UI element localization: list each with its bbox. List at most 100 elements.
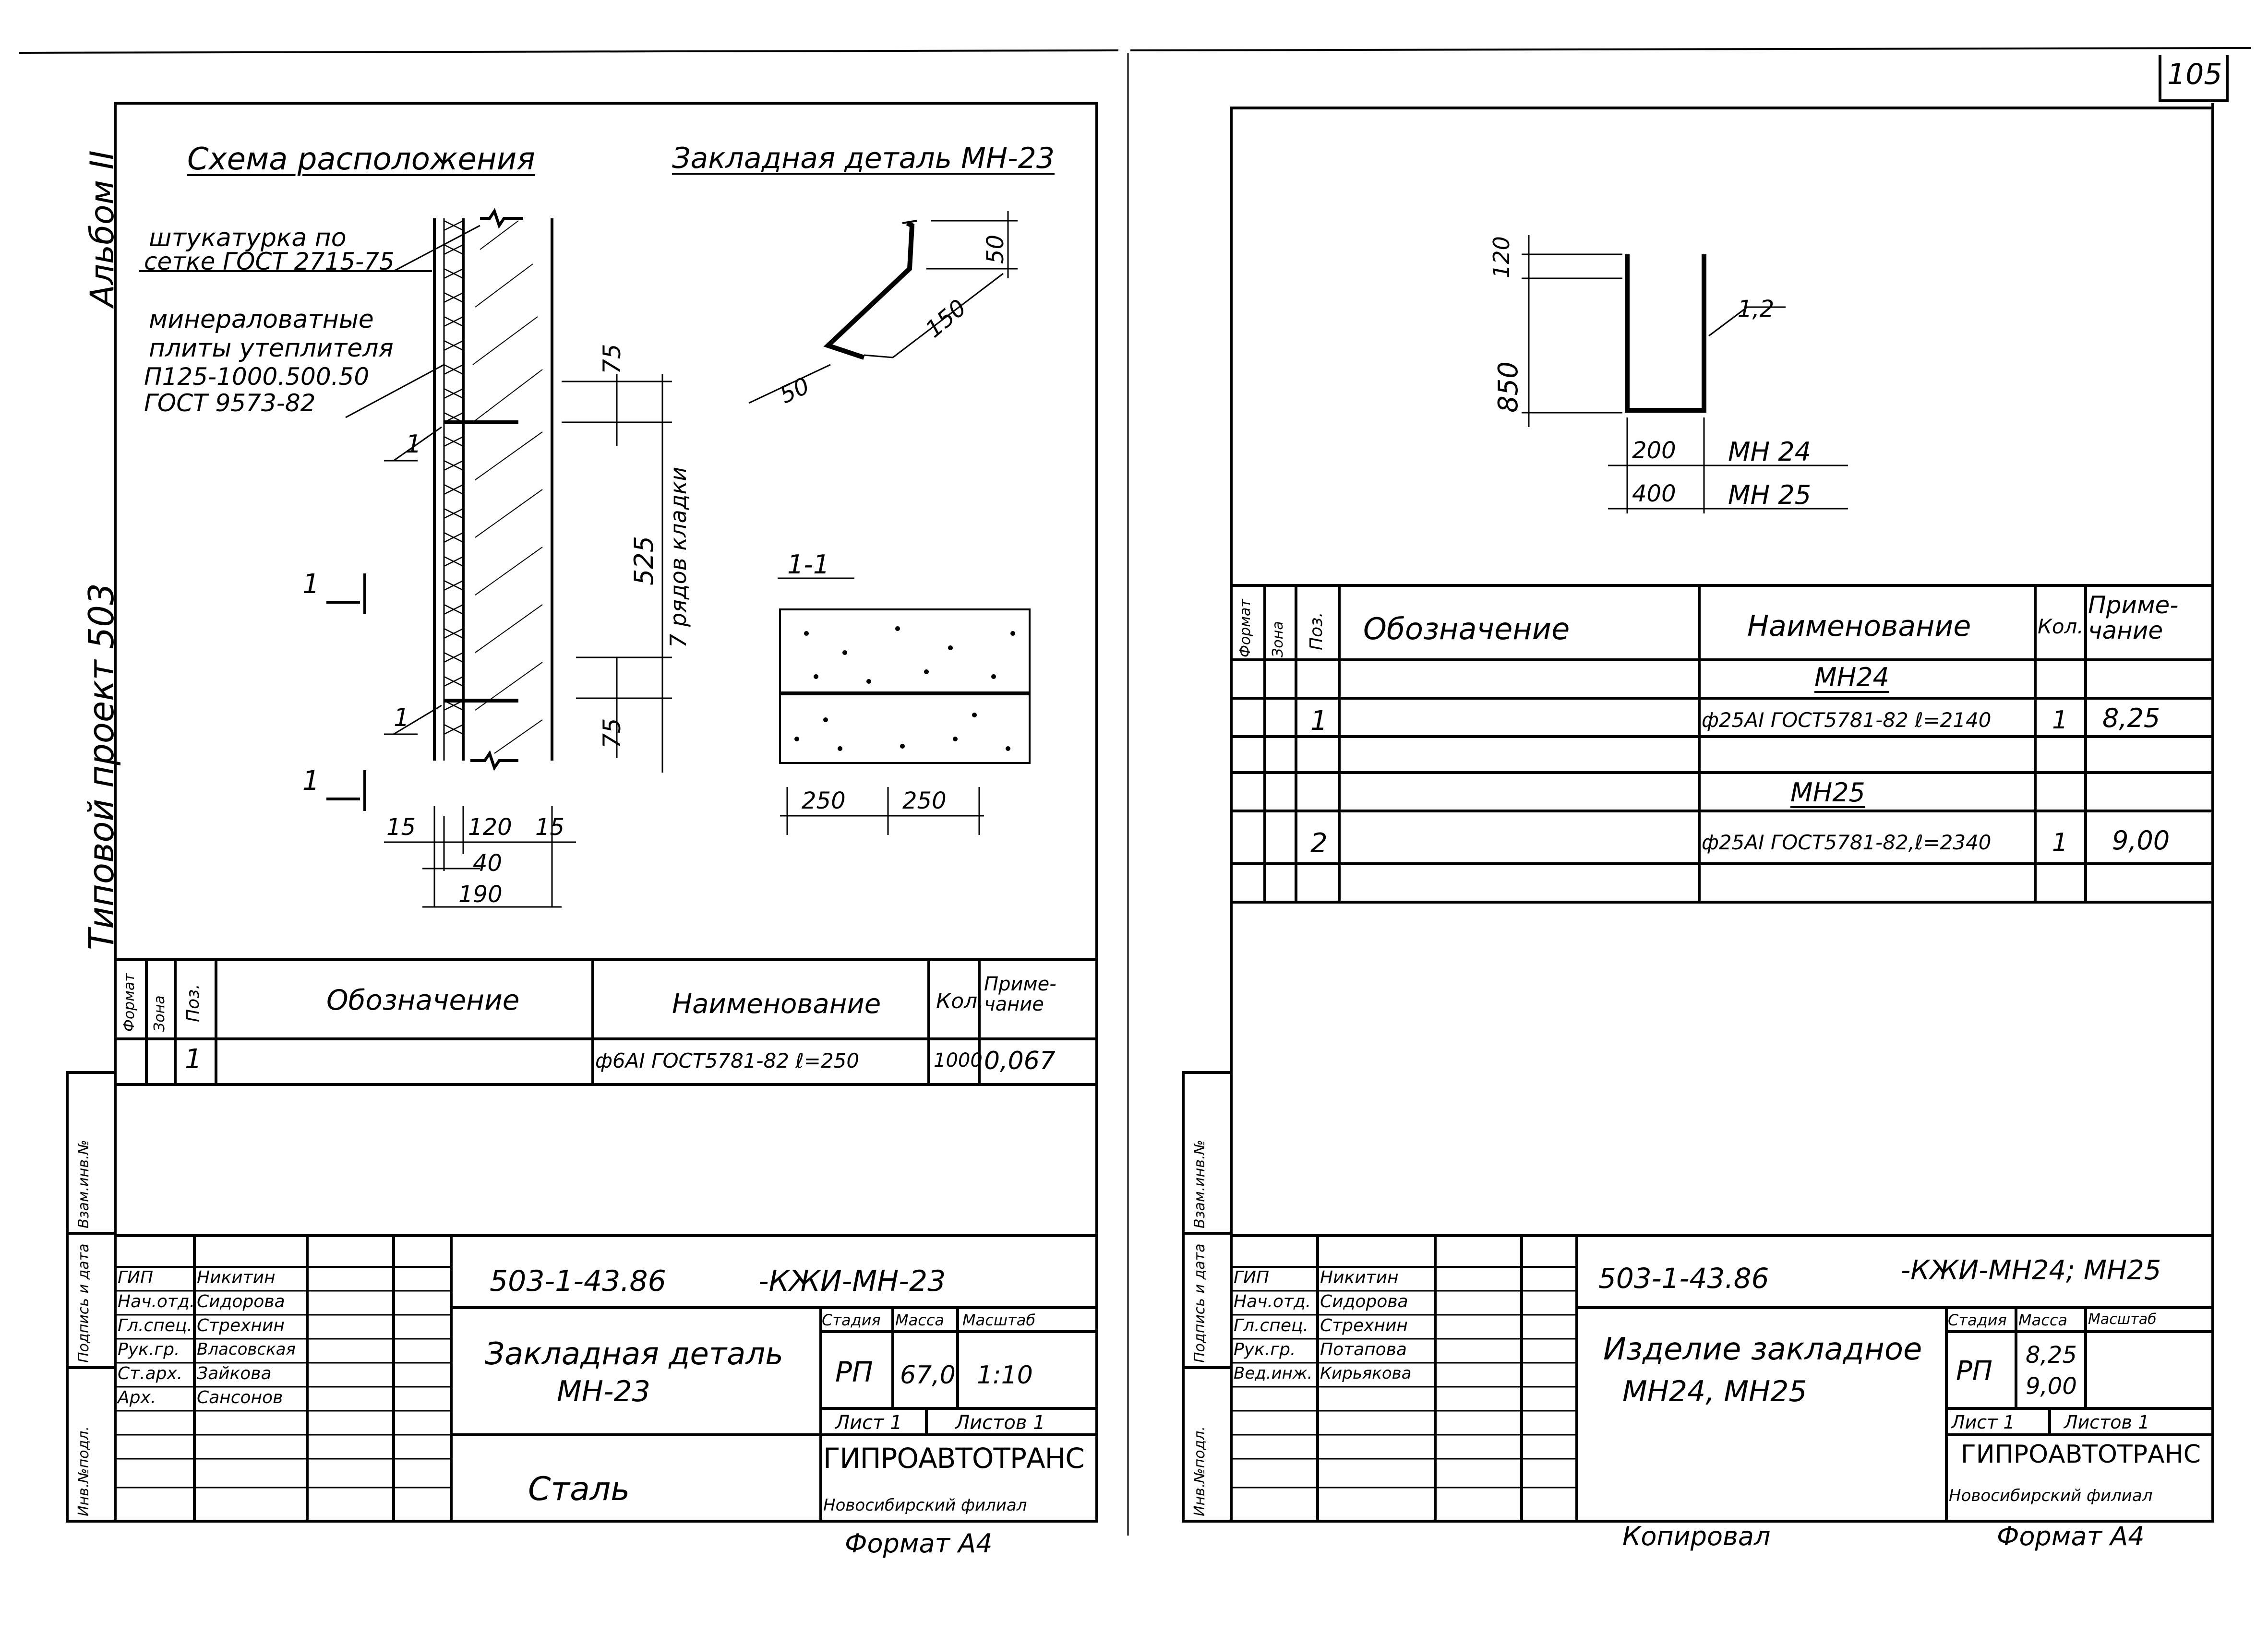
plaster-note-1: штукатурка по	[149, 224, 347, 252]
rrole-1: ГИП	[1234, 1268, 1270, 1287]
title-code-suffix: -КЖИ-МН-23	[758, 1264, 946, 1298]
format-label: Формат А4	[845, 1528, 993, 1559]
u-mark-mn24: МН 24	[1728, 437, 1812, 467]
project-label: Типовой проект 503	[81, 583, 121, 950]
section-title: 1-1	[787, 549, 830, 580]
role-1: ГИП	[118, 1268, 154, 1287]
rspec-group-mn24: МН24	[1814, 662, 1889, 692]
spec-row-qty: 1000	[934, 1049, 983, 1072]
rspec-row1-name: ф25АI ГОСТ5781-82 ℓ=2140	[1702, 708, 1992, 732]
mark-1a: 1	[406, 430, 422, 459]
u-dim-120: 120	[1488, 236, 1514, 278]
copied-by: Копировал	[1622, 1521, 1771, 1551]
album-label: Альбом II	[84, 150, 121, 307]
rspec-h-name: Наименование	[1747, 609, 1971, 643]
spec-h-name: Наименование	[672, 989, 881, 1020]
rspec-row2-name: ф25АI ГОСТ5781-82,ℓ=2340	[1702, 831, 1992, 854]
spec-row-note: 0,067	[984, 1047, 1056, 1075]
rspec-h-designation: Обозначение	[1363, 611, 1570, 646]
dim-15b: 15	[535, 814, 565, 841]
rtitle-code-suffix: -КЖИ-МН24; МН25	[1901, 1255, 2161, 1286]
sheets: Листов 1	[955, 1412, 1045, 1434]
name-2: Сидорова	[197, 1292, 285, 1311]
rstamp-replace-inv: Взам.инв.№	[1191, 1140, 1208, 1228]
rsheets: Листов 1	[2064, 1412, 2150, 1433]
rsheet: Лист 1	[1951, 1412, 2015, 1433]
dim-120: 120	[468, 814, 512, 841]
part-title: Закладная деталь МН-23	[672, 142, 1055, 175]
rspec-row1-pos: 1	[1310, 705, 1328, 737]
u-dim-400: 400	[1632, 480, 1676, 507]
insul-note-2: плиты утеплителя	[149, 334, 394, 363]
scale: 1:10	[977, 1361, 1033, 1390]
rstamp-sign-date: Подпись и дата	[1191, 1243, 1208, 1363]
dim-rows: 7 рядов кладки	[665, 466, 691, 648]
rspec-row2-note: 9,00	[2112, 825, 2170, 856]
rh-scale: Масштаб	[2088, 1311, 2157, 1328]
rspec-row2-qty: 1	[2052, 828, 2068, 857]
ritem-name-2: МН24, МН25	[1622, 1375, 1807, 1408]
title-code: 503-1-43.86	[490, 1264, 666, 1298]
spec-h-pos: Поз.	[183, 984, 203, 1022]
rname-2: Сидорова	[1320, 1292, 1408, 1311]
rspec-h-format: Формат	[1237, 599, 1254, 657]
name-3: Стрехнин	[197, 1316, 285, 1335]
rbranch: Новосибирский филиал	[1949, 1486, 2153, 1505]
insul-note-4: ГОСТ 9573-82	[144, 389, 316, 417]
rformat-label: Формат А4	[1997, 1521, 2145, 1551]
name-5: Зайкова	[197, 1364, 272, 1383]
insul-note-1: минераловатные	[149, 305, 374, 334]
rrole-3: Гл.спец.	[1234, 1316, 1308, 1335]
h-scale: Масштаб	[962, 1311, 1036, 1329]
spec-row-pos: 1	[185, 1044, 202, 1075]
rspec-h-zone: Зона	[1270, 621, 1286, 657]
rname-5: Кирьякова	[1320, 1364, 1412, 1383]
organization: ГИПРОАВТОТРАНС	[823, 1442, 1085, 1475]
rspec-row1-qty: 1	[2052, 706, 2068, 735]
rtitle-code: 503-1-43.86	[1598, 1262, 1769, 1295]
rorganization: ГИПРОАВТОТРАНС	[1961, 1440, 2201, 1469]
insul-note-3: П125-1000.500.50	[144, 363, 370, 391]
rname-3: Стрехнин	[1320, 1316, 1408, 1335]
name-1: Никитин	[197, 1268, 276, 1287]
rspec-row2-pos: 2	[1310, 828, 1328, 859]
rstage: РП	[1956, 1356, 1992, 1387]
plaster-note-2: сетке ГОСТ 2715-75	[144, 248, 395, 275]
scheme-title: Схема расположения	[187, 142, 535, 177]
stamp-sign-date: Подпись и дата	[75, 1243, 92, 1363]
section-dim-250b: 250	[902, 787, 947, 814]
section-mark-bottom: 1	[302, 765, 320, 797]
spec-h-format: Формат	[121, 973, 138, 1032]
spec-row-name: ф6АI ГОСТ5781-82 ℓ=250	[595, 1049, 860, 1072]
h-stage: Стадия	[822, 1311, 881, 1329]
role-6: Арх.	[118, 1388, 156, 1407]
rrole-5: Вед.инж.	[1234, 1364, 1313, 1383]
mass: 67,0	[900, 1361, 956, 1390]
u-dim-200: 200	[1632, 437, 1676, 464]
u-dim-1-2: 1,2	[1738, 296, 1775, 322]
rname-1: Никитин	[1320, 1268, 1399, 1287]
item-name-1: Закладная деталь	[485, 1336, 783, 1372]
dim-75-bottom: 75	[598, 718, 626, 749]
rspec-h-note: Приме-чание	[2088, 591, 2179, 644]
detail-dim-50-top: 50	[982, 234, 1009, 264]
rspec-row1-note: 8,25	[2102, 703, 2160, 733]
rrole-2: Нач.отд.	[1234, 1292, 1311, 1311]
role-5: Ст.арх.	[118, 1364, 183, 1383]
rh-stage: Стадия	[1948, 1311, 2007, 1329]
h-mass: Масса	[895, 1311, 945, 1329]
stamp-replace-inv: Взам.инв.№	[75, 1140, 92, 1228]
rspec-group-mn25: МН25	[1790, 777, 1865, 808]
rh-mass: Масса	[2018, 1311, 2068, 1329]
dim-40: 40	[473, 850, 503, 877]
rstamp-inv-orig: Инв.№подл.	[1191, 1426, 1208, 1516]
spec-h-zone: Зона	[151, 995, 168, 1032]
sheet: Лист 1	[835, 1412, 902, 1434]
u-dim-850: 850	[1493, 361, 1524, 413]
spec-h-qty: Кол.	[936, 989, 984, 1013]
stage: РП	[835, 1356, 873, 1388]
dim-75-top: 75	[598, 344, 626, 374]
dim-525: 525	[629, 536, 659, 585]
name-4: Власовская	[197, 1340, 296, 1359]
